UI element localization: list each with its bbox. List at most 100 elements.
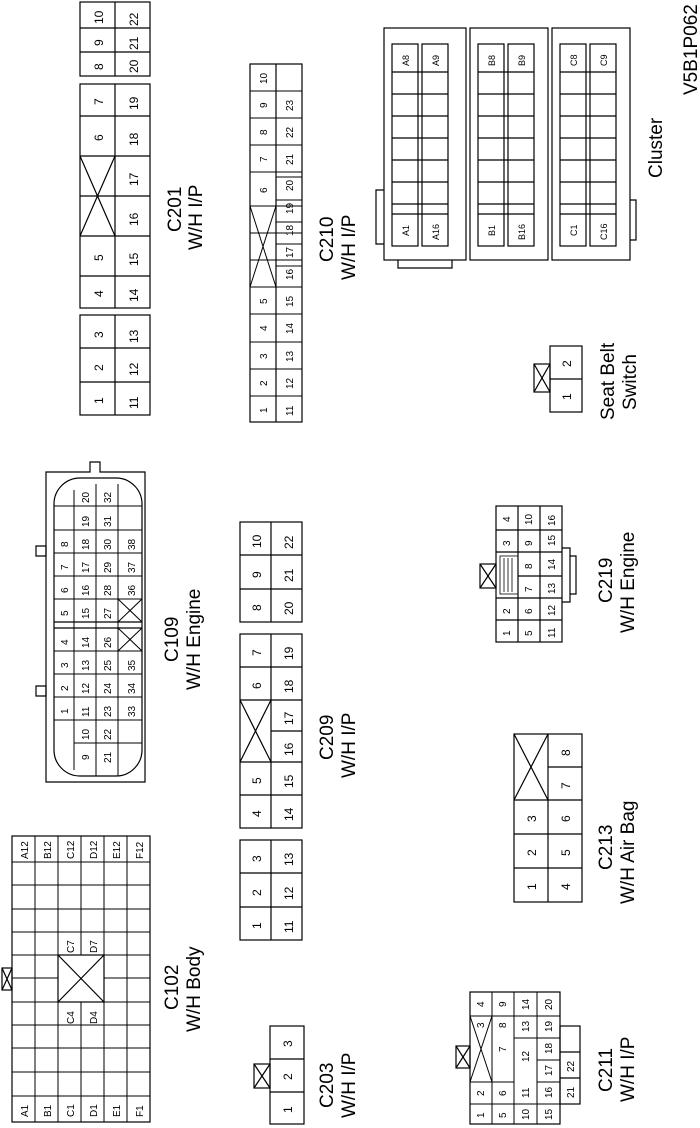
pin: 19: [81, 515, 92, 527]
pin: 5: [259, 298, 270, 304]
pin: B16: [517, 224, 527, 240]
pin: 15: [127, 252, 141, 266]
connector-id: C102: [162, 965, 183, 1010]
pin: 10: [259, 72, 270, 84]
connector-c201: 1 2 3 4 5 6 7 8 9 10 11 12 13 14 15 16 1…: [79, 1, 207, 416]
pin: 15: [81, 607, 92, 619]
pin: 17: [81, 561, 92, 573]
pin: B8: [487, 55, 497, 66]
pin: 2: [281, 1073, 295, 1080]
pin: 10: [521, 1108, 532, 1120]
pin: 5: [559, 849, 573, 856]
harness-name: W/H I/P: [186, 185, 207, 250]
pin: 1: [560, 393, 574, 400]
pin: 32: [103, 491, 114, 503]
pin: 16: [544, 1086, 555, 1098]
connector-id: C219: [596, 558, 617, 603]
pin: 20: [282, 601, 296, 615]
connector-c213: 1 2 3 4 5 6 7 8 C213 W/H Air Bag: [513, 733, 639, 904]
pin: 13: [127, 329, 141, 343]
pin: 13: [547, 582, 558, 594]
pin: B9: [517, 55, 527, 66]
pin: 7: [259, 156, 270, 162]
pin: 14: [81, 636, 92, 648]
pin: C7: [66, 940, 77, 953]
pin: 15: [285, 295, 296, 307]
pin: 23: [103, 705, 114, 717]
connector-id: C211: [596, 1048, 617, 1092]
pin: 14: [285, 322, 296, 334]
pin: 18: [544, 1042, 555, 1054]
figure-id: V5B1P062: [681, 4, 700, 95]
pin: 17: [127, 172, 141, 186]
pin: D1: [89, 1104, 100, 1117]
pin: C16: [599, 223, 609, 240]
pin: 22: [566, 1060, 577, 1072]
harness-name: W/H I/P: [339, 713, 360, 778]
pin: C1: [66, 1104, 77, 1117]
connector-c209: 1 2 3 4 5 6 7 8 9 10 11 12 13 14 15 16 1…: [239, 521, 360, 941]
pin: 10: [92, 10, 106, 24]
pin: 21: [103, 751, 114, 763]
cluster-block-b: [469, 27, 549, 261]
pin: 17: [285, 246, 296, 258]
pin: 16: [81, 584, 92, 596]
connector-c210: 1 2 3 4 5 6 7 8 9 10 11 12 13 14 15 16 1…: [249, 63, 360, 423]
connector-id: C210: [317, 217, 338, 262]
pin: 17: [544, 1064, 555, 1076]
pin: 37: [127, 561, 138, 573]
pin: 7: [92, 98, 106, 105]
pin: 4: [259, 325, 270, 331]
pin: 2: [92, 364, 106, 371]
pin: 20: [285, 179, 296, 191]
pin: 18: [282, 679, 296, 693]
pin: 12: [285, 377, 296, 389]
connector-c102: A1 A12 B1 B12 C1 C4 C7 C12 D1 D4 D7 D12 …: [1, 835, 205, 1123]
pin: 38: [127, 538, 138, 550]
pin: 25: [103, 659, 114, 671]
pin: 8: [92, 63, 106, 70]
pin: 35: [127, 659, 138, 671]
harness-name: W/H I/P: [339, 1053, 360, 1118]
harness-name: W/H I/P: [618, 1037, 639, 1102]
connector-id: C201: [165, 187, 186, 232]
connector-id: C213: [596, 825, 617, 870]
pin: 12: [521, 1050, 532, 1062]
pin: 4: [502, 516, 513, 522]
pin: A1: [401, 225, 411, 236]
pin: 14: [521, 998, 532, 1010]
pin: D7: [89, 940, 100, 953]
pin: 9: [498, 1001, 509, 1007]
pin: 2: [250, 889, 264, 896]
pin: 4: [60, 639, 71, 645]
pin: 30: [103, 538, 114, 550]
pin: 36: [127, 584, 138, 596]
pin: 12: [547, 604, 558, 616]
pin: 7: [498, 1046, 509, 1052]
pin: 3: [250, 855, 264, 862]
harness-name: W/H Body: [184, 946, 205, 1032]
pin: C1: [569, 224, 579, 236]
pin: 19: [544, 1020, 555, 1032]
pin: 21: [566, 1086, 577, 1098]
connector-id: C109: [162, 617, 183, 662]
cluster-block-a: [375, 27, 467, 269]
pin: 11: [282, 920, 296, 933]
pin: 5: [498, 1112, 509, 1118]
pin: 14: [127, 288, 141, 302]
pin: 5: [92, 254, 106, 261]
pin: 2: [560, 360, 574, 367]
pin: 2: [476, 1090, 487, 1096]
harness-name: W/H Engine: [618, 532, 639, 633]
pin: 8: [524, 563, 535, 569]
pin: B1: [487, 225, 497, 236]
pin: 16: [547, 514, 558, 526]
harness-name: W/H Air Bag: [618, 801, 639, 904]
pin: 6: [60, 587, 71, 593]
pin: 3: [502, 540, 513, 546]
pin: 7: [60, 564, 71, 570]
pin: 5: [250, 777, 264, 784]
pin: A12: [20, 841, 31, 859]
pin: 10: [524, 513, 535, 525]
